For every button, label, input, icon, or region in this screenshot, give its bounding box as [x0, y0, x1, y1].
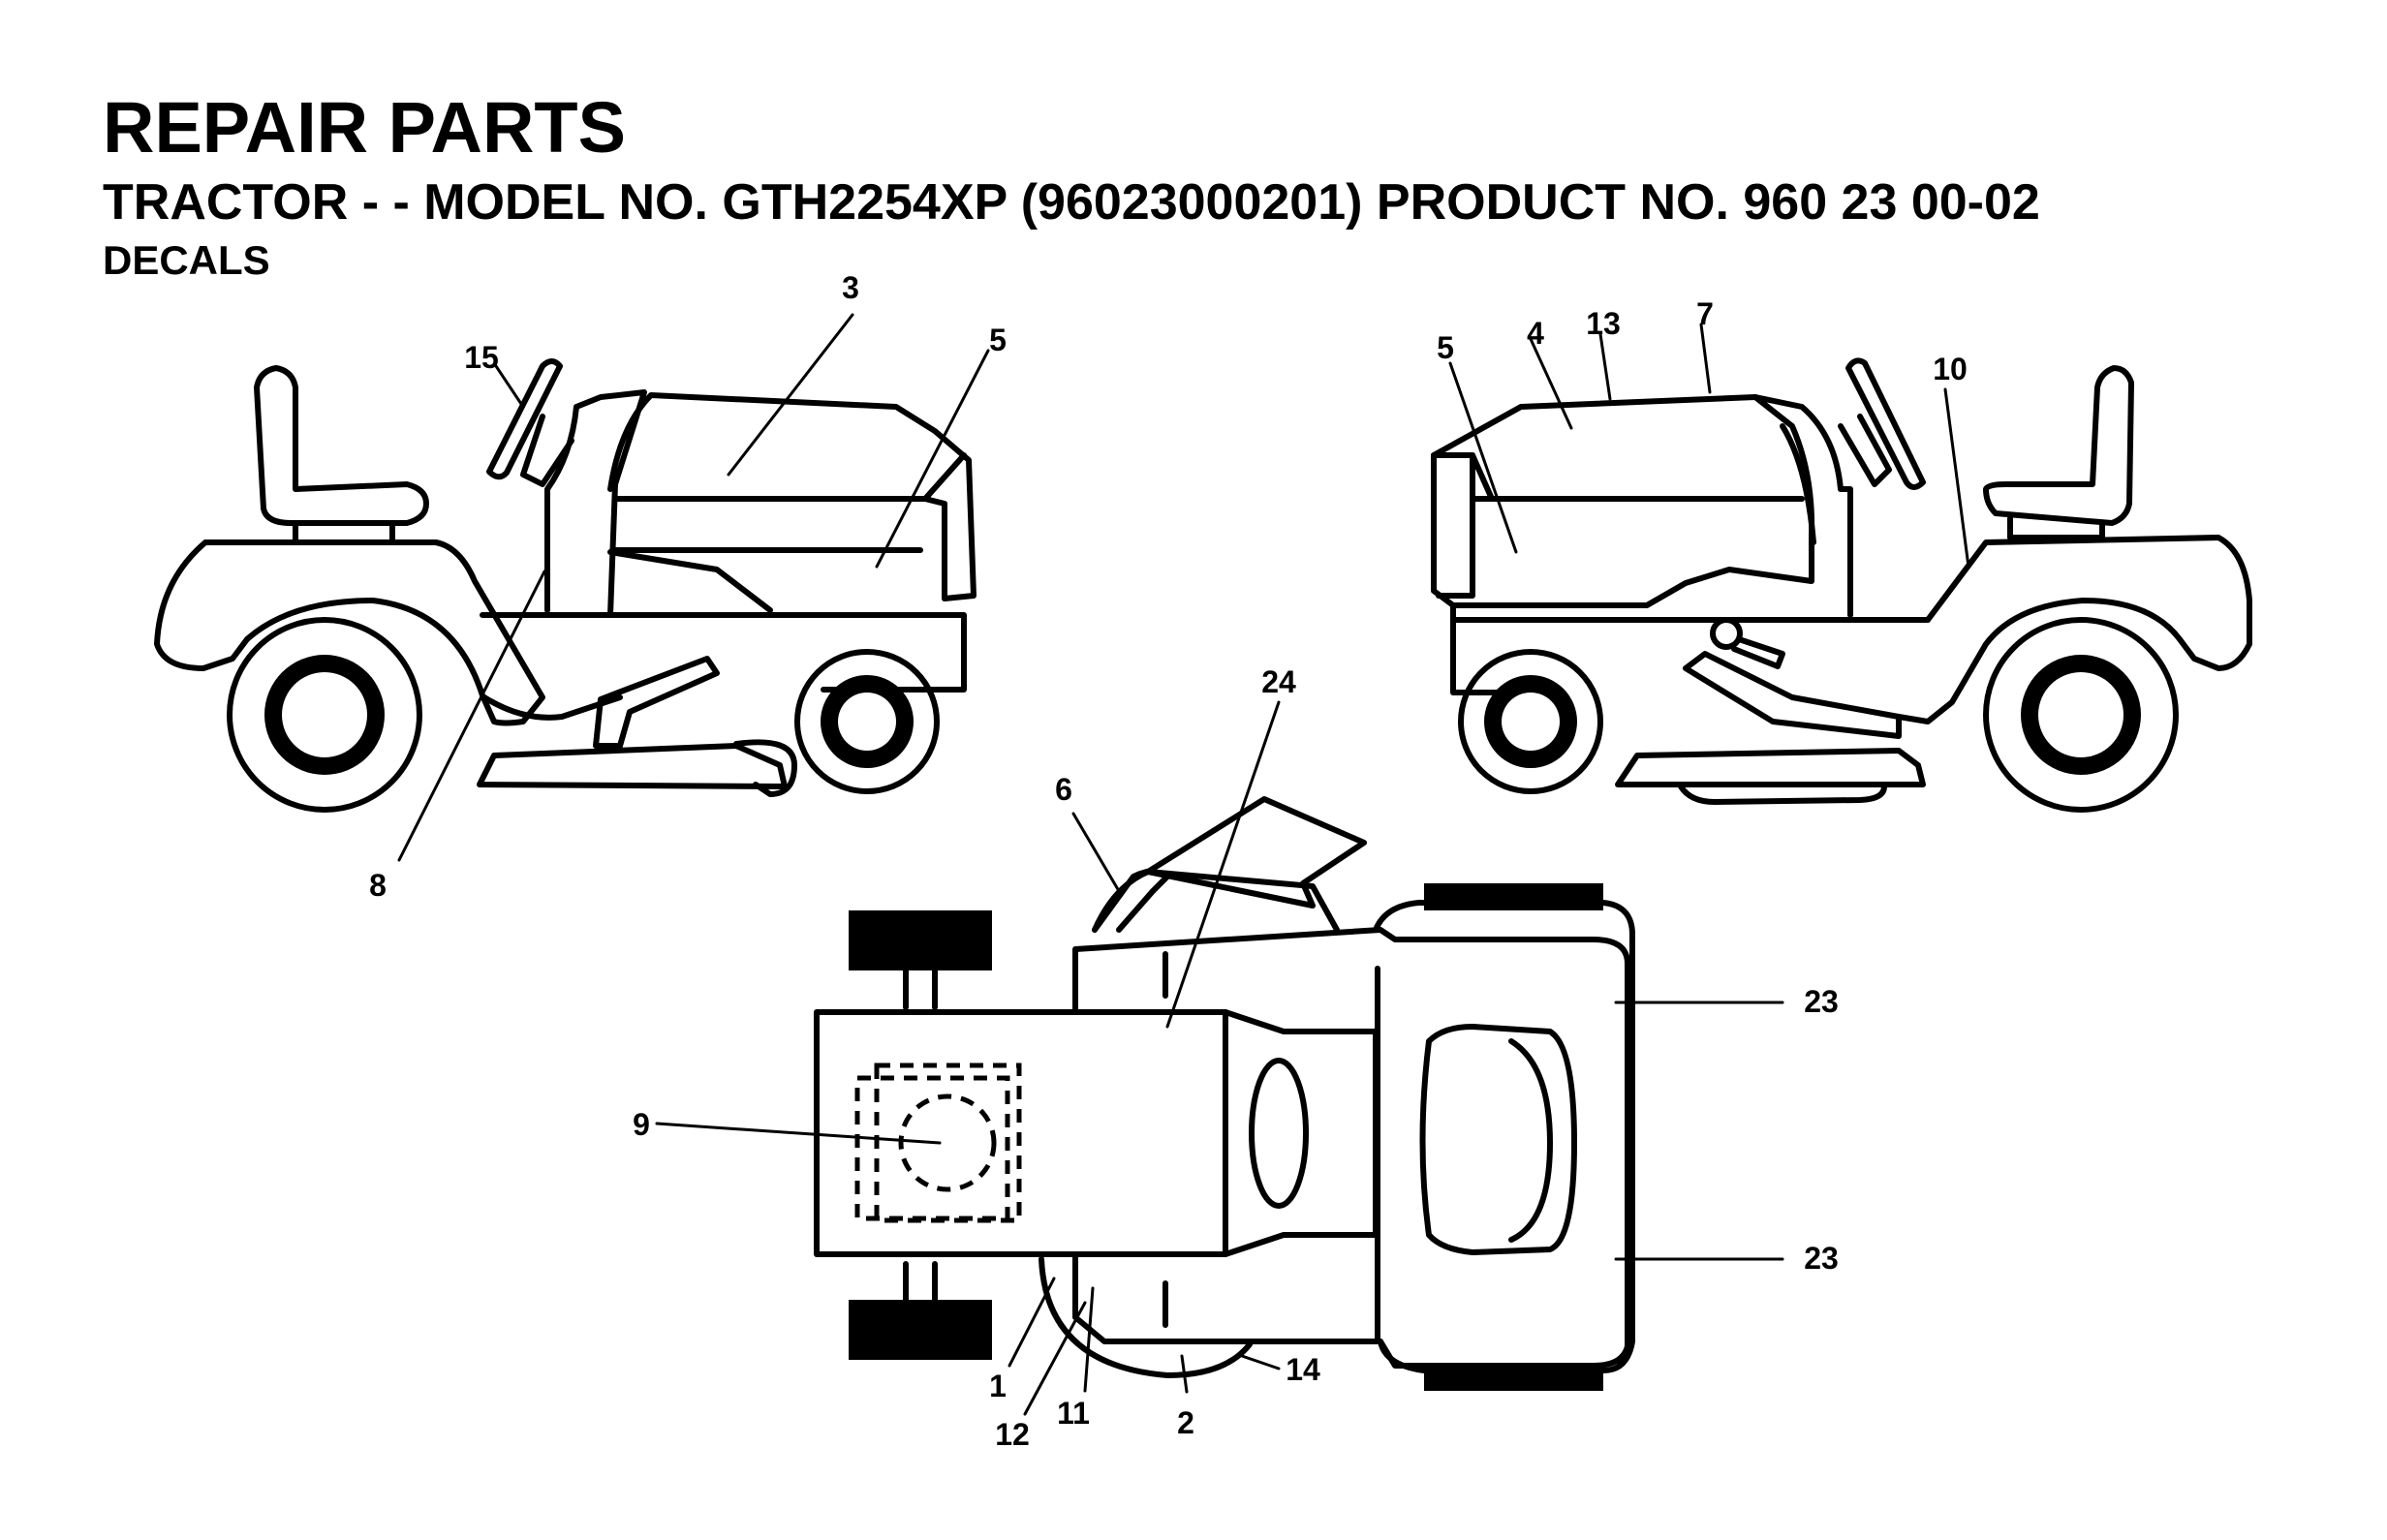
left-front-wheel — [794, 649, 940, 794]
leader-7 — [1699, 323, 1712, 394]
callout-2: 2 — [1177, 1405, 1194, 1440]
right-steering-wheel — [1845, 357, 1926, 490]
callout-15: 15 — [464, 340, 499, 375]
right-hood-front-panel — [1431, 452, 1475, 599]
callout-24: 24 — [1261, 664, 1296, 699]
left-hood — [607, 392, 976, 601]
right-steering-column — [1838, 414, 1892, 487]
callout-3: 3 — [842, 270, 859, 305]
top-front-axle-left — [903, 968, 938, 1010]
top-seat — [1419, 1024, 1577, 1255]
callout-7: 7 — [1696, 296, 1714, 331]
top-lower-arc — [1038, 1256, 1253, 1378]
right-deck-belt — [1678, 784, 1887, 805]
leader-15 — [494, 364, 525, 409]
right-front-wheel — [1458, 649, 1603, 794]
left-front-wheel-rim — [838, 693, 896, 751]
leader-14 — [1240, 1354, 1281, 1371]
top-dash-outline — [1092, 869, 1340, 933]
right-dash-front — [1780, 423, 1816, 545]
leader-5b — [1448, 361, 1518, 554]
top-fuel-cap-outline — [874, 1063, 1022, 1223]
callout-5-right: 5 — [1437, 330, 1454, 365]
left-hood-grille — [922, 452, 967, 502]
left-rear-fender — [154, 539, 545, 726]
left-mower-deck — [477, 743, 788, 789]
top-fuel-decal-outline — [854, 1075, 1010, 1221]
left-seat — [254, 365, 429, 526]
right-pedal-bar — [1683, 651, 1902, 739]
leader-3 — [727, 313, 854, 477]
tractor-right-view — [1431, 357, 2252, 813]
left-hood-lower — [607, 549, 773, 613]
right-lever — [1731, 636, 1785, 669]
leader-1 — [1008, 1277, 1056, 1368]
right-rear-wheel-rim — [2038, 672, 2124, 757]
leader-11 — [1083, 1286, 1095, 1393]
tractor-top-view — [814, 796, 1635, 1391]
top-fuel-cap — [898, 1093, 997, 1192]
leader-6 — [1071, 812, 1121, 893]
callout-23-top: 23 — [1804, 984, 1839, 1019]
callout-1: 1 — [989, 1369, 1007, 1403]
right-front-wheel-rim — [1502, 693, 1560, 751]
top-front-left-tire — [849, 910, 992, 970]
callout-11: 11 — [1057, 1396, 1090, 1431]
top-rear-left-tire — [1424, 883, 1603, 910]
right-seat — [1983, 365, 2134, 526]
leader-12 — [1023, 1301, 1087, 1416]
callout-6: 6 — [1055, 772, 1072, 807]
callout-14: 14 — [1286, 1352, 1320, 1387]
leader-2 — [1180, 1354, 1189, 1394]
right-dash-tower — [1752, 394, 1853, 618]
top-rear-fender — [1373, 900, 1635, 1373]
page-title: REPAIR PARTS — [103, 87, 626, 168]
page-header: REPAIR PARTS TRACTOR - - MODEL NO. GTH22… — [103, 85, 2040, 287]
tractor-left-view — [154, 358, 976, 813]
leader-lines — [397, 313, 1970, 1416]
callout-23-bottom: 23 — [1804, 1241, 1839, 1276]
top-center-tunnel — [1223, 1009, 1379, 1257]
top-steering-wheel — [1145, 796, 1367, 909]
left-body-frame — [480, 612, 967, 693]
callout-9: 9 — [633, 1107, 650, 1142]
top-front-axle-right — [903, 1261, 938, 1303]
right-body-frame — [1450, 602, 1500, 695]
callout-10: 10 — [1933, 352, 1968, 386]
left-steering-wheel — [486, 358, 563, 480]
left-deck-chute — [733, 739, 797, 797]
leader-10 — [1943, 387, 1970, 569]
callout-13: 13 — [1586, 306, 1621, 341]
right-rear-wheel — [1983, 617, 2179, 813]
section-title: DECALS — [103, 237, 270, 283]
callout-5-left: 5 — [989, 323, 1007, 357]
left-steering-column — [520, 414, 574, 487]
top-seat-back — [1508, 1038, 1553, 1243]
right-lever-knob — [1710, 617, 1743, 650]
right-seat-base — [2007, 515, 2105, 540]
callout-12: 12 — [995, 1417, 1030, 1452]
leader-8 — [397, 570, 546, 862]
top-body-outline — [1072, 927, 1630, 1369]
callout-4: 4 — [1527, 316, 1544, 351]
page-subtitle: TRACTOR - - MODEL NO. GTH2254XP (9602300… — [103, 174, 2040, 231]
left-pedal-bar — [593, 656, 720, 749]
callout-numbers: 3 5 15 8 5 4 13 7 10 24 6 9 23 23 1 12 1… — [369, 270, 1968, 1452]
leader-24 — [1165, 700, 1281, 1029]
callout-8: 8 — [369, 868, 387, 903]
top-steering-shaft — [1249, 1058, 1309, 1209]
leader-9 — [655, 1122, 942, 1145]
right-rear-fender — [1896, 535, 2252, 724]
top-front-right-tire — [849, 1300, 992, 1360]
left-rear-wheel — [227, 617, 422, 813]
leader-4 — [1529, 337, 1573, 430]
right-hood-crease — [1470, 452, 1495, 502]
leader-5a — [875, 349, 990, 569]
right-mower-deck — [1615, 748, 1926, 787]
left-rear-wheel-rim — [282, 672, 367, 757]
left-body-sill — [481, 694, 623, 721]
leader-13 — [1598, 332, 1612, 401]
